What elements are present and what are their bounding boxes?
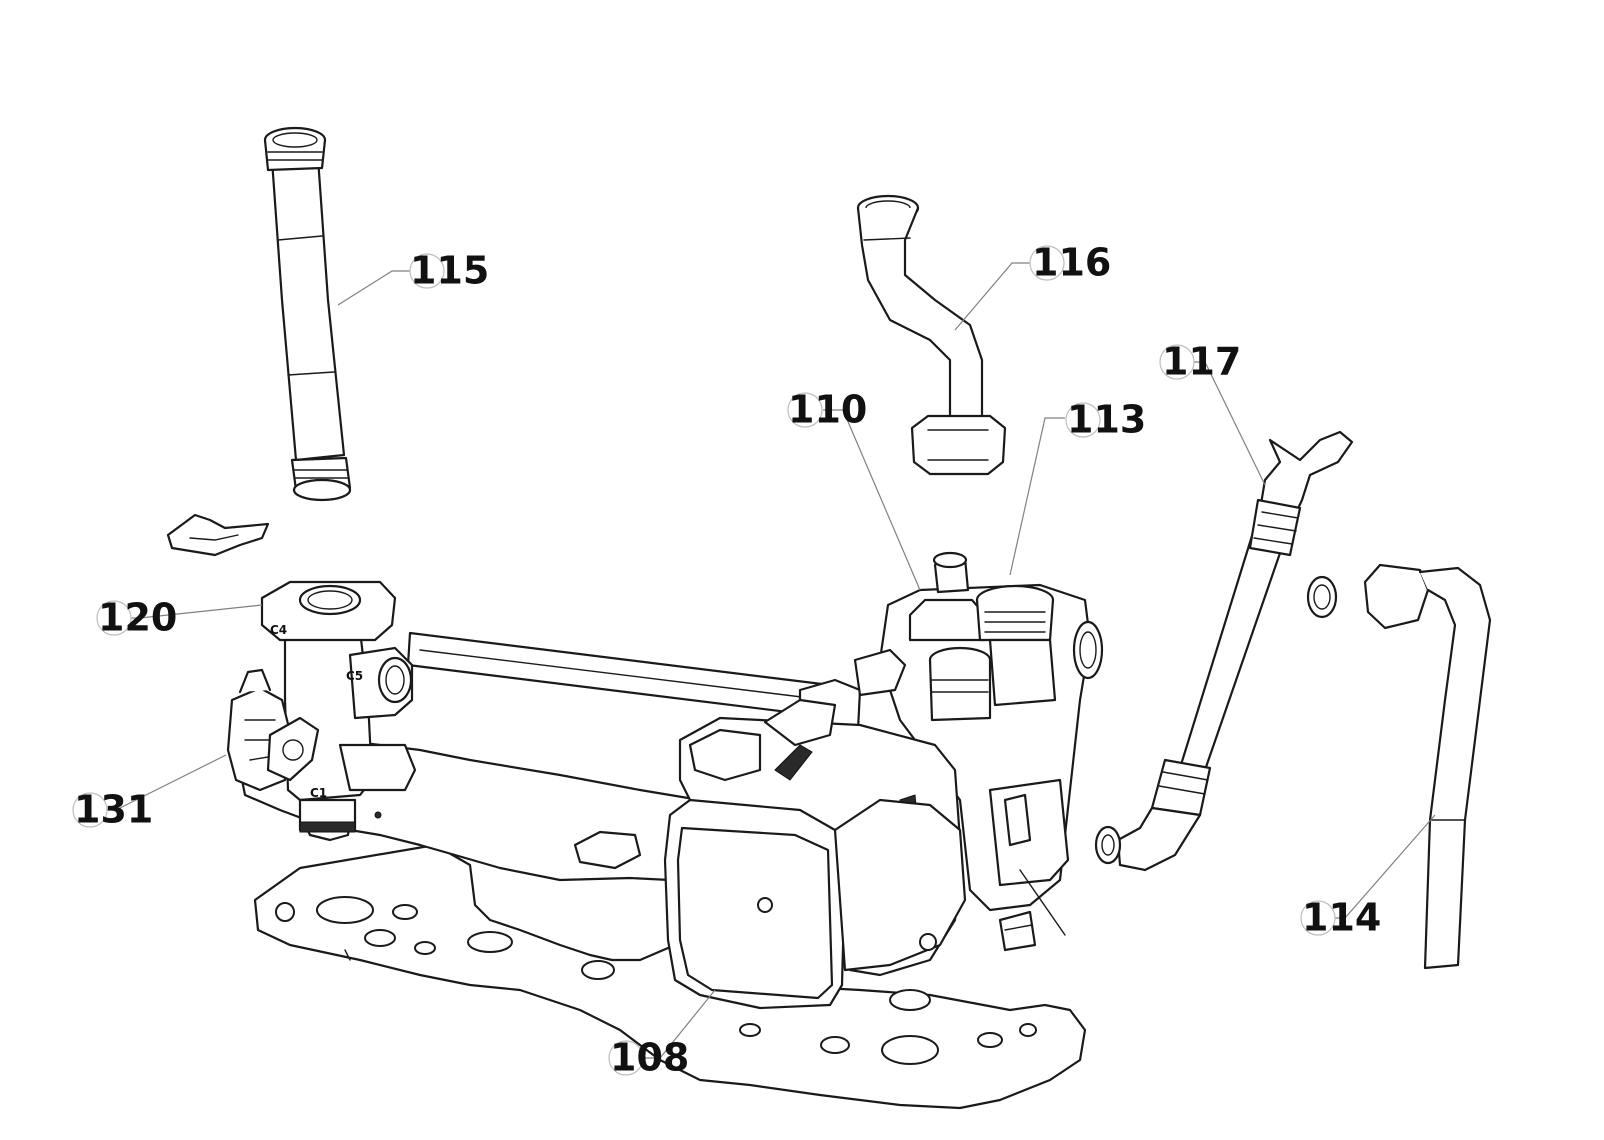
- base-plate: [253, 843, 1087, 1110]
- callout-label-114: 114: [1302, 896, 1381, 940]
- marking-c1: C1: [310, 786, 327, 800]
- callout-label-120: 120: [98, 596, 177, 640]
- pump-hydro-block: [663, 551, 1104, 1010]
- callout-114: 114: [1300, 896, 1381, 940]
- callout-116: 116: [1029, 241, 1111, 285]
- callout-label-113: 113: [1067, 398, 1146, 442]
- retaining-clip: [166, 513, 270, 557]
- hose-117: [1094, 430, 1354, 872]
- callout-110: 110: [787, 388, 867, 432]
- connecting-pipe: [406, 631, 832, 719]
- callout-label-108: 108: [610, 1036, 689, 1080]
- callout-label-116: 116: [1032, 241, 1111, 285]
- marking-c5: C5: [346, 669, 363, 683]
- callout-113: 113: [1065, 398, 1146, 442]
- callout-131: 131: [72, 788, 153, 832]
- left-valve-assembly: C4 C5 C1: [226, 580, 417, 833]
- pipe-116: [856, 194, 1007, 476]
- callout-label-131: 131: [74, 788, 153, 832]
- callout-label-115: 115: [410, 249, 489, 293]
- callout-117: 117: [1159, 340, 1241, 384]
- pipe-115: [263, 126, 352, 502]
- callout-label-117: 117: [1162, 340, 1241, 384]
- callout-120: 120: [96, 596, 177, 640]
- callout-108: 108: [608, 1036, 689, 1080]
- callout-115: 115: [409, 249, 489, 293]
- marking-c4: C4: [270, 623, 287, 637]
- pipe-114: [1306, 563, 1492, 970]
- callout-label-110: 110: [788, 388, 867, 432]
